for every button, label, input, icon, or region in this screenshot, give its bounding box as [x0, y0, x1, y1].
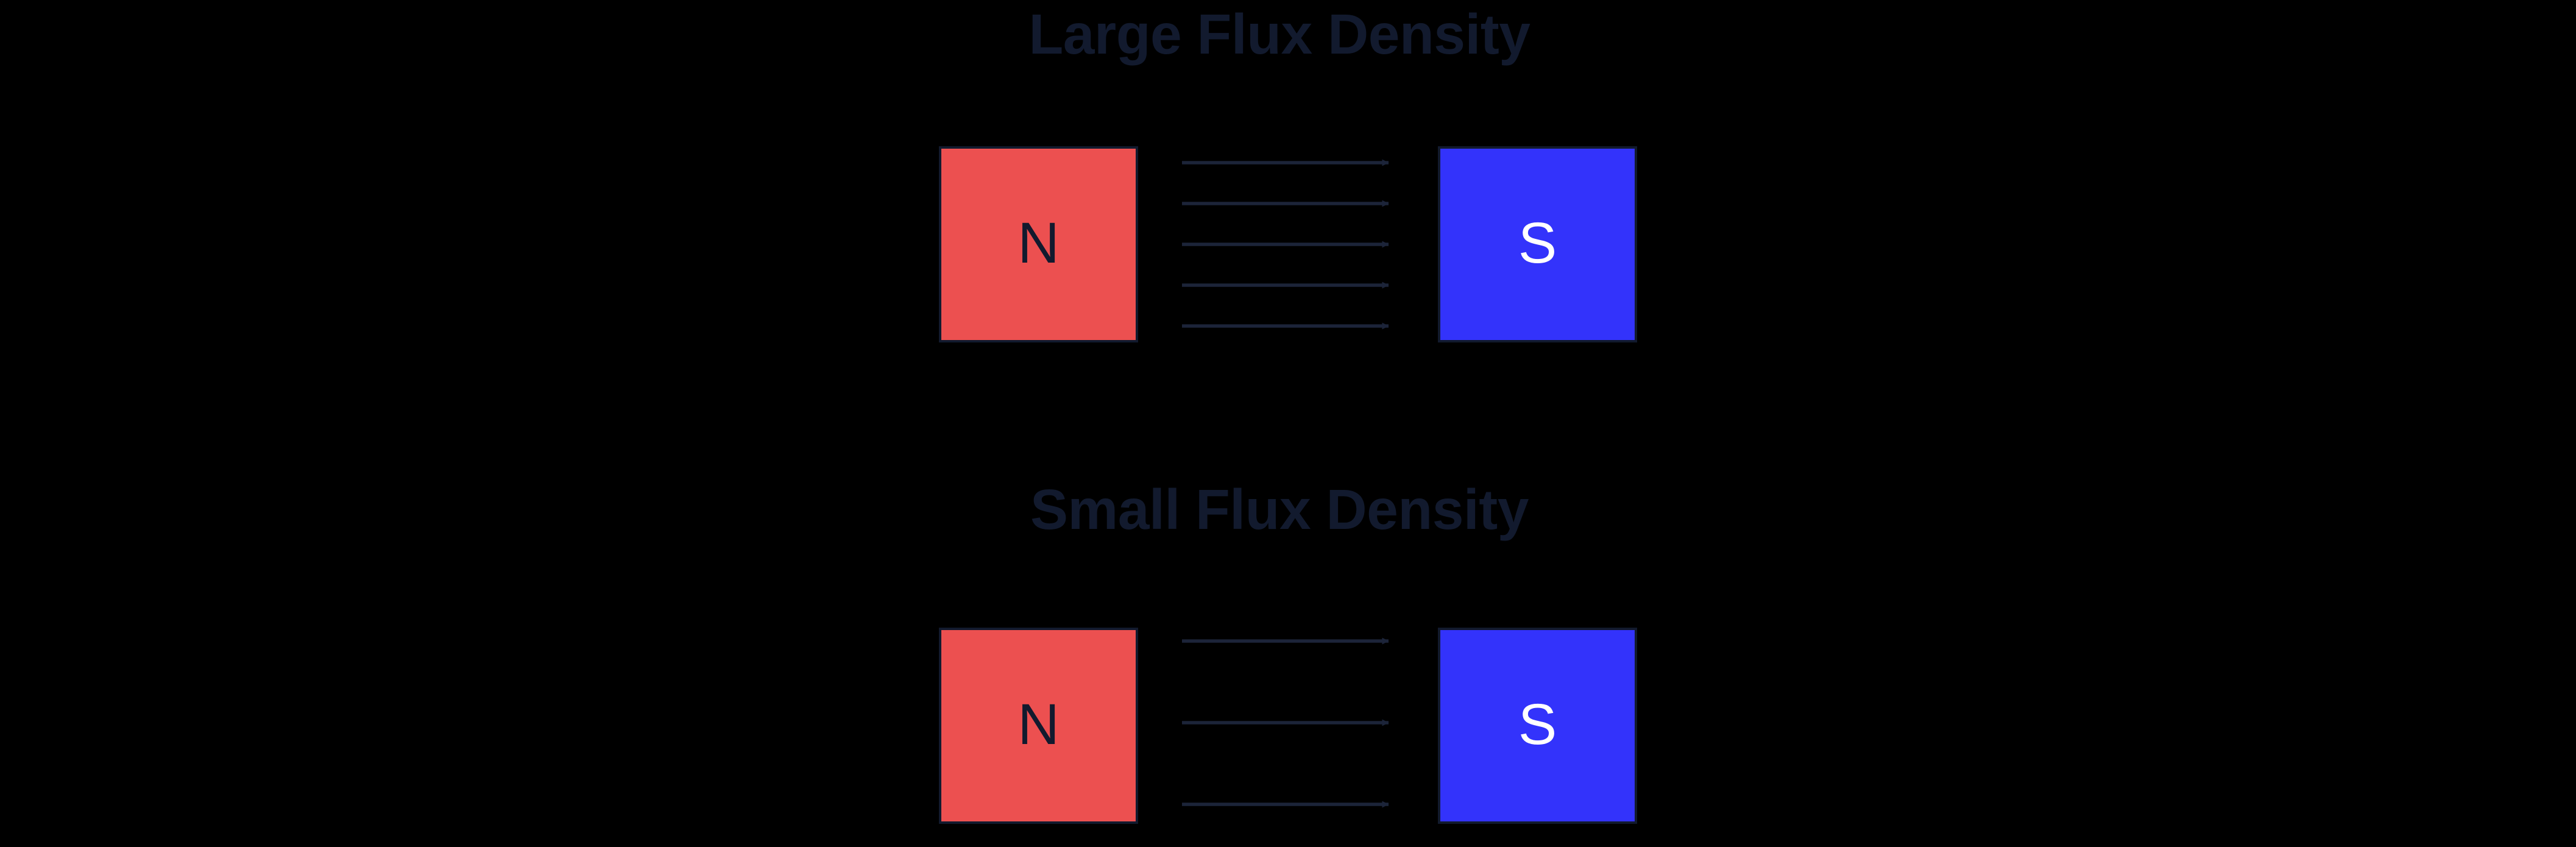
north-pole-magnet-small: N [939, 628, 1138, 824]
north-pole-magnet-large: N [939, 146, 1138, 342]
flux-lines-small [1182, 628, 1401, 824]
page-title-small-flux-density: Small Flux Density [1030, 478, 1529, 541]
magnet-pair-large: N [939, 146, 1637, 342]
flux-line-group-large-icon [1182, 159, 1389, 330]
south-pole-magnet-large: S [1438, 146, 1637, 342]
south-pole-label: S [1518, 210, 1557, 275]
north-pole-label: N [1017, 210, 1060, 275]
south-pole-magnet-small: S [1438, 628, 1637, 824]
section-large-flux-density: Large Flux Density N [939, 2, 1637, 342]
flux-lines-large [1182, 146, 1401, 342]
flux-line-group-small-icon [1182, 637, 1389, 808]
page-title-large-flux-density: Large Flux Density [1028, 2, 1530, 66]
north-pole-label: N [1017, 692, 1060, 757]
magnet-pair-small: N S [939, 628, 1637, 824]
south-pole-label: S [1518, 692, 1557, 757]
section-small-flux-density: Small Flux Density N [0, 475, 2576, 847]
